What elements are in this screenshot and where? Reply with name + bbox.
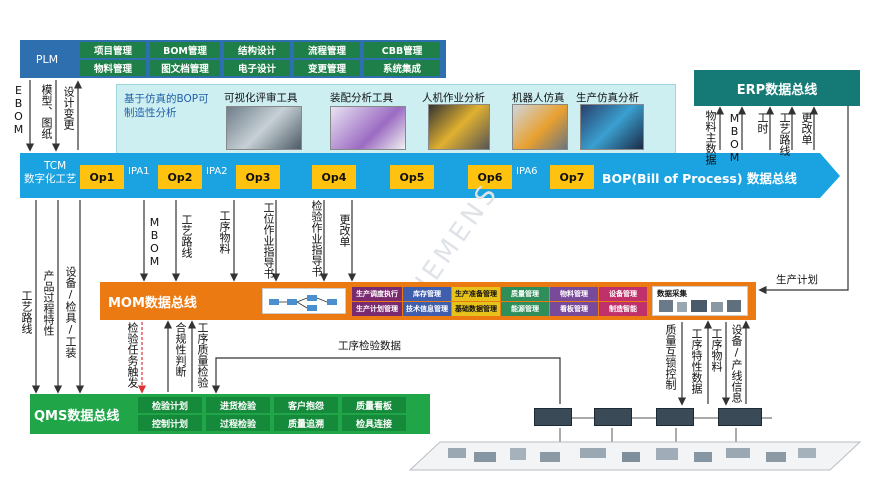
mom-qms-flow-label: 合规性判断: [174, 322, 187, 377]
tool-title: 可视化评审工具: [224, 92, 298, 104]
qms-cell: 过程检验: [206, 415, 270, 431]
mom-flow-label: 工序物料: [218, 210, 231, 254]
op-box: Op5: [390, 165, 434, 189]
ipa-label: IPA2: [206, 166, 228, 177]
data-collection-panel: 数据采集: [652, 286, 748, 316]
production-simulation-image: [580, 104, 644, 150]
mom-qms-flow-label: 工序质量检验: [196, 322, 209, 388]
robot-simulation-image: [512, 104, 568, 150]
mom-flow-label: 检验作业指导书: [310, 200, 323, 277]
flow-label-ebom: EBOM: [12, 84, 25, 136]
device-flow-label: 设备/产线信息: [730, 324, 743, 403]
erp-bus: ERP数据总线: [694, 70, 860, 106]
erp-flow-label: 工艺路线: [778, 112, 791, 156]
plm-label: PLM: [35, 52, 59, 66]
ipa-label: IPA6: [516, 166, 538, 177]
qms-cell: 质量追溯: [274, 415, 338, 431]
process-inspection-data-label: 工序检验数据: [338, 340, 401, 352]
mom-cell: 物料管理: [550, 287, 598, 301]
mom-flow-label: MBOM: [148, 216, 161, 268]
plm-cell: CBB管理: [364, 42, 440, 58]
tool-title: 生产仿真分析: [576, 92, 639, 104]
plm-cell: 系统集成: [364, 60, 440, 76]
controller-device: [656, 408, 694, 426]
tcm-line1: TCM: [44, 160, 67, 172]
op-box: Op6: [468, 165, 512, 189]
mom-cell: 质量管理: [501, 287, 549, 301]
erp-flow-label: 更改单: [800, 112, 813, 145]
plm-cell: 结构设计: [224, 42, 290, 58]
controller-device: [718, 408, 762, 426]
mom-cell: 能源管理: [501, 302, 549, 316]
flow-label-model: 模型、图纸: [40, 84, 53, 139]
erp-flow-label: 物料主数据: [704, 110, 717, 165]
controller-device: [534, 408, 572, 426]
qms-cell: 进货检验: [206, 397, 270, 413]
plm-cell: 电子设计: [224, 60, 290, 76]
plm-cell: 项目管理: [80, 42, 146, 58]
mom-cell: 设备管理: [599, 287, 647, 301]
tool-title: 装配分析工具: [330, 92, 393, 104]
mom-cell: 生产调度执行: [352, 287, 402, 301]
plm-cell: BOM管理: [150, 42, 220, 58]
production-plan-label: 生产计划: [776, 274, 818, 286]
qms-cell: 检具连接: [342, 415, 406, 431]
plm-cell: 变更管理: [294, 60, 360, 76]
op-box: Op1: [80, 165, 124, 189]
bop-bus-label: BOP(Bill of Process) 数据总线: [602, 171, 797, 186]
op-box: Op4: [312, 165, 356, 189]
mom-workflow-diagram: [262, 288, 346, 314]
mom-flow-label: 更改单: [338, 214, 351, 247]
ipa-label: IPA1: [128, 166, 150, 177]
controller-device: [594, 408, 632, 426]
left-flow-label: 产品过程特性: [42, 270, 55, 336]
left-flow-label: 工艺路线: [20, 290, 33, 334]
mom-qms-flow-label: 检验任务触发: [126, 322, 139, 388]
mom-title: MOM数据总线: [108, 295, 197, 311]
visual-review-image: [226, 106, 302, 150]
mom-cell: 制造智能: [599, 302, 647, 316]
device-flow-label: 质量互锁控制: [664, 324, 677, 390]
mom-cell: 生产计划管理: [352, 302, 402, 316]
mom-cell: 基础数据管理: [452, 302, 500, 316]
plm-cell: 图文档管理: [150, 60, 220, 76]
op-box: Op7: [550, 165, 594, 189]
erp-flow-label: 工时: [756, 112, 769, 134]
mom-flow-label: 工艺路线: [180, 214, 193, 258]
flow-label-design-change: 设计变更: [62, 86, 75, 130]
device-flow-label: 工序物料: [710, 328, 723, 372]
qms-cell: 客户抱怨: [274, 397, 338, 413]
tcm-line2: 数字化工艺: [24, 173, 77, 185]
mom-cell: 生产准备管理: [452, 287, 500, 301]
mom-cell: 看板管理: [550, 302, 598, 316]
plm-cell: 流程管理: [294, 42, 360, 58]
tcm-label: TCM 数字化工艺: [24, 160, 84, 186]
bop-simulation-text: 基于仿真的BOP可制造性分析: [124, 93, 209, 119]
op-box: Op2: [158, 165, 202, 189]
mom-cell: 技术信息管理: [403, 302, 451, 316]
left-flow-label: 设备/检具/工装: [64, 266, 77, 358]
plm-cell: 物料管理: [80, 60, 146, 76]
ergonomic-analysis-image: [428, 104, 490, 150]
mom-cell: 库存管理: [403, 287, 451, 301]
qms-cell: 检验计划: [138, 397, 202, 413]
device-flow-label: 工序特性数据: [690, 328, 703, 394]
erp-flow-label: MBOM: [728, 112, 741, 164]
assembly-analysis-image: [330, 106, 406, 150]
data-collection-label: 数据采集: [657, 289, 687, 298]
tool-title: 人机作业分析: [422, 92, 485, 104]
qms-cell: 质量看板: [342, 397, 406, 413]
mom-flow-label: 工位作业指导书: [262, 202, 275, 279]
tool-title: 机器人仿真: [512, 92, 565, 104]
qms-title: QMS数据总线: [34, 408, 120, 424]
qms-cell: 控制计划: [138, 415, 202, 431]
op-box: Op3: [236, 165, 280, 189]
